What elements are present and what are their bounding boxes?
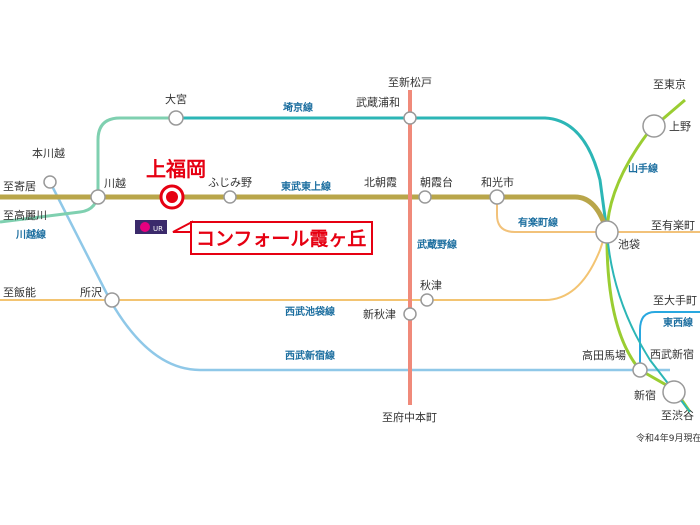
station-label-asakadai: 朝霞台 [420, 175, 453, 189]
property-callout-box [190, 221, 373, 255]
direction-komagawa: 至高麗川 [3, 208, 47, 222]
saikyo-line [176, 116, 609, 233]
station-shinakitsu[interactable] [403, 307, 417, 321]
ur-logo-text: UR [153, 225, 163, 233]
seibu-shinjuku-line [48, 181, 670, 372]
direction-shinmatsudo: 至新松戸 [388, 75, 432, 89]
station-label-kawagoe: 川越 [104, 176, 126, 190]
direction-hanno: 至飯能 [3, 285, 36, 299]
station-wakoshi[interactable] [489, 189, 505, 205]
station-shinjuku[interactable] [662, 380, 686, 404]
property-name: コンフォール霞ヶ丘 [196, 228, 366, 250]
station-label-musashiurawa: 武蔵浦和 [356, 96, 400, 109]
station-label-kitaasaka: 北朝霞 [364, 176, 397, 189]
line-label-tobu-tojo: 東武東上線 [281, 180, 331, 193]
station-label-omiya: 大宮 [165, 92, 187, 106]
station-label-shinakitsu: 新秋津 [363, 307, 396, 321]
tozai-line [639, 311, 700, 368]
line-label-seibu-shinjuku: 西武新宿線 [285, 349, 335, 362]
station-ueno[interactable] [642, 114, 666, 138]
station-label-ikebukuro: 池袋 [618, 237, 640, 251]
station-tokorozawa[interactable] [104, 292, 120, 308]
property-callout-pointer [172, 220, 193, 233]
station-label-seibushinjuku: 西武新宿 [650, 347, 694, 361]
line-label-tozai: 東西線 [663, 316, 693, 329]
yamanote-line [605, 98, 692, 413]
kawagoe-line [0, 116, 176, 224]
station-label-akitsu: 秋津 [420, 278, 442, 292]
station-label-fujimino: ふじみ野 [208, 176, 252, 189]
direction-shibuya: 至渋谷 [661, 409, 694, 422]
direction-yurakucho: 至有楽町 [651, 218, 695, 232]
fukutoshin-line [606, 231, 691, 413]
line-label-yurakucho: 有楽町線 [518, 216, 558, 229]
station-fujimino[interactable] [223, 190, 237, 204]
station-omiya[interactable] [168, 110, 184, 126]
direction-yorii: 至寄居 [3, 179, 36, 193]
station-asakadai[interactable] [418, 190, 432, 204]
station-label-wakoshi: 和光市 [481, 175, 514, 189]
station-takadanobaba[interactable] [632, 362, 648, 378]
station-hon-kawagoe[interactable] [43, 175, 57, 189]
station-kamifukuoka-dot [166, 191, 178, 203]
direction-tokyo: 至東京 [653, 77, 686, 91]
line-label-seibu-ikebukuro: 西武池袋線 [285, 305, 335, 318]
line-label-kawagoe: 川越線 [15, 228, 46, 241]
direction-fuchu-hommachi: 至府中本町 [382, 410, 437, 424]
station-kawagoe[interactable] [90, 189, 106, 205]
station-ikebukuro[interactable] [595, 220, 619, 244]
station-label-shinjuku: 新宿 [634, 388, 656, 402]
station-label-kamifukuoka: 上福岡 [146, 157, 206, 181]
seibu-ikebukuro-line [0, 231, 607, 301]
station-akitsu[interactable] [420, 293, 434, 307]
station-label-takadanobaba: 高田馬場 [582, 348, 626, 362]
station-label-tokorozawa: 所沢 [80, 285, 102, 299]
station-label-ueno: 上野 [669, 120, 691, 133]
ur-logo-mark [140, 222, 150, 232]
date-note: 令和4年9月現在 [636, 432, 700, 444]
line-label-saikyo: 埼京線 [283, 101, 313, 114]
direction-otemachi: 至大手町 [653, 293, 697, 307]
yurakucho-line [496, 198, 700, 233]
station-label-hon-kawagoe: 本川越 [32, 146, 65, 160]
station-musashiurawa[interactable] [403, 111, 417, 125]
line-label-yamanote: 山手線 [628, 162, 658, 175]
line-label-musashino: 武蔵野線 [417, 238, 457, 251]
